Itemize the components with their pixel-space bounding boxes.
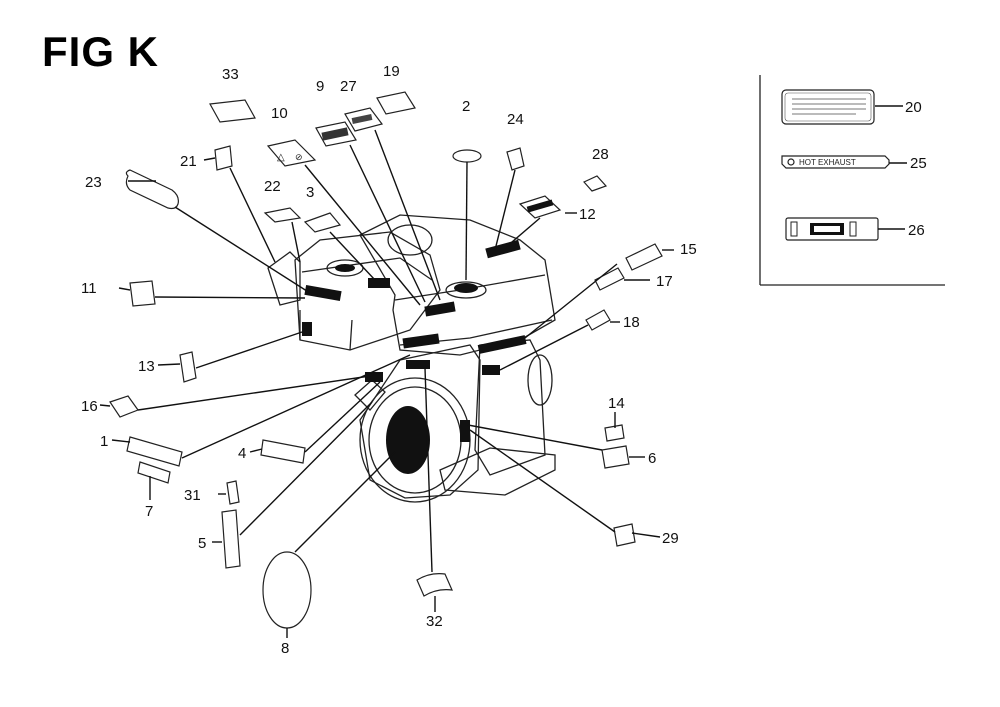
part-16[interactable] <box>109 395 139 418</box>
callout-15: 15 <box>680 241 697 258</box>
part-24[interactable] <box>506 147 525 171</box>
callout-9: 9 <box>316 78 324 95</box>
part-18[interactable] <box>585 309 611 331</box>
part-8[interactable] <box>262 551 312 629</box>
callout-31: 31 <box>184 487 201 504</box>
part-14[interactable] <box>604 424 625 442</box>
engine-illustration <box>267 214 556 503</box>
part-5[interactable] <box>221 509 241 569</box>
callout-23: 23 <box>85 174 102 191</box>
part-21[interactable] <box>214 145 233 171</box>
callout-33: 33 <box>222 66 239 83</box>
callout-32: 32 <box>426 613 443 630</box>
callout-4: 4 <box>238 445 246 462</box>
callout-18: 18 <box>623 314 640 331</box>
callout-24: 24 <box>507 111 524 128</box>
callout-13: 13 <box>138 358 155 375</box>
callout-12: 12 <box>579 206 596 223</box>
callout-1: 1 <box>100 433 108 450</box>
callout-8: 8 <box>281 640 289 657</box>
inset-panel: HOT EXHAUST <box>759 75 945 286</box>
callout-27: 27 <box>340 78 357 95</box>
callout-22: 22 <box>264 178 281 195</box>
part-7[interactable] <box>137 461 171 484</box>
part-29[interactable] <box>613 523 636 547</box>
svg-text:△: △ <box>277 152 285 163</box>
part-23[interactable] <box>125 169 179 210</box>
hot-exhaust-text: HOT EXHAUST <box>799 158 856 167</box>
part-4[interactable] <box>260 439 306 464</box>
callout-14: 14 <box>608 395 625 412</box>
callout-11: 11 <box>81 280 97 297</box>
leader-lines <box>99 129 674 638</box>
part-15[interactable] <box>625 243 663 271</box>
part-11[interactable] <box>129 280 156 307</box>
callout-3: 3 <box>306 184 314 201</box>
hot-exhaust-label-25[interactable]: HOT EXHAUST <box>781 155 890 169</box>
part-19[interactable] <box>376 91 416 115</box>
part-2[interactable] <box>452 149 482 163</box>
choke-label-26[interactable] <box>785 217 879 241</box>
callout-16: 16 <box>81 398 98 415</box>
svg-text:⊘: ⊘ <box>295 152 303 162</box>
part-12[interactable] <box>518 195 562 219</box>
callout-29: 29 <box>662 530 679 547</box>
figure-title: FIG K <box>42 28 159 75</box>
callout-6: 6 <box>648 450 656 467</box>
part-27[interactable] <box>344 107 384 132</box>
part-17[interactable] <box>594 267 625 291</box>
callout-28: 28 <box>592 146 609 163</box>
callout-7: 7 <box>145 503 153 520</box>
callout-10: 10 <box>271 105 288 122</box>
part-32[interactable] <box>416 573 453 597</box>
callout-26: 26 <box>908 222 925 239</box>
part-22[interactable] <box>263 207 302 223</box>
part-33[interactable] <box>209 99 256 123</box>
part-6[interactable] <box>601 445 630 469</box>
callout-20: 20 <box>905 99 922 116</box>
warning-label-20[interactable] <box>781 89 875 125</box>
callout-17: 17 <box>656 273 673 290</box>
callout-5: 5 <box>198 535 206 552</box>
part-9[interactable] <box>315 121 357 147</box>
callout-21: 21 <box>180 153 197 170</box>
part-13[interactable] <box>179 351 197 383</box>
part-3[interactable] <box>303 212 342 233</box>
callout-2: 2 <box>462 98 470 115</box>
part-1[interactable] <box>126 436 183 467</box>
part-28[interactable] <box>583 175 608 192</box>
part-10[interactable]: △ ⊘ <box>266 139 317 167</box>
callout-numbers: 33 19 9 27 10 2 24 28 21 23 22 3 12 15 1… <box>81 63 927 657</box>
callout-19: 19 <box>383 63 400 80</box>
part-31[interactable] <box>226 480 240 505</box>
callout-25: 25 <box>910 155 927 172</box>
